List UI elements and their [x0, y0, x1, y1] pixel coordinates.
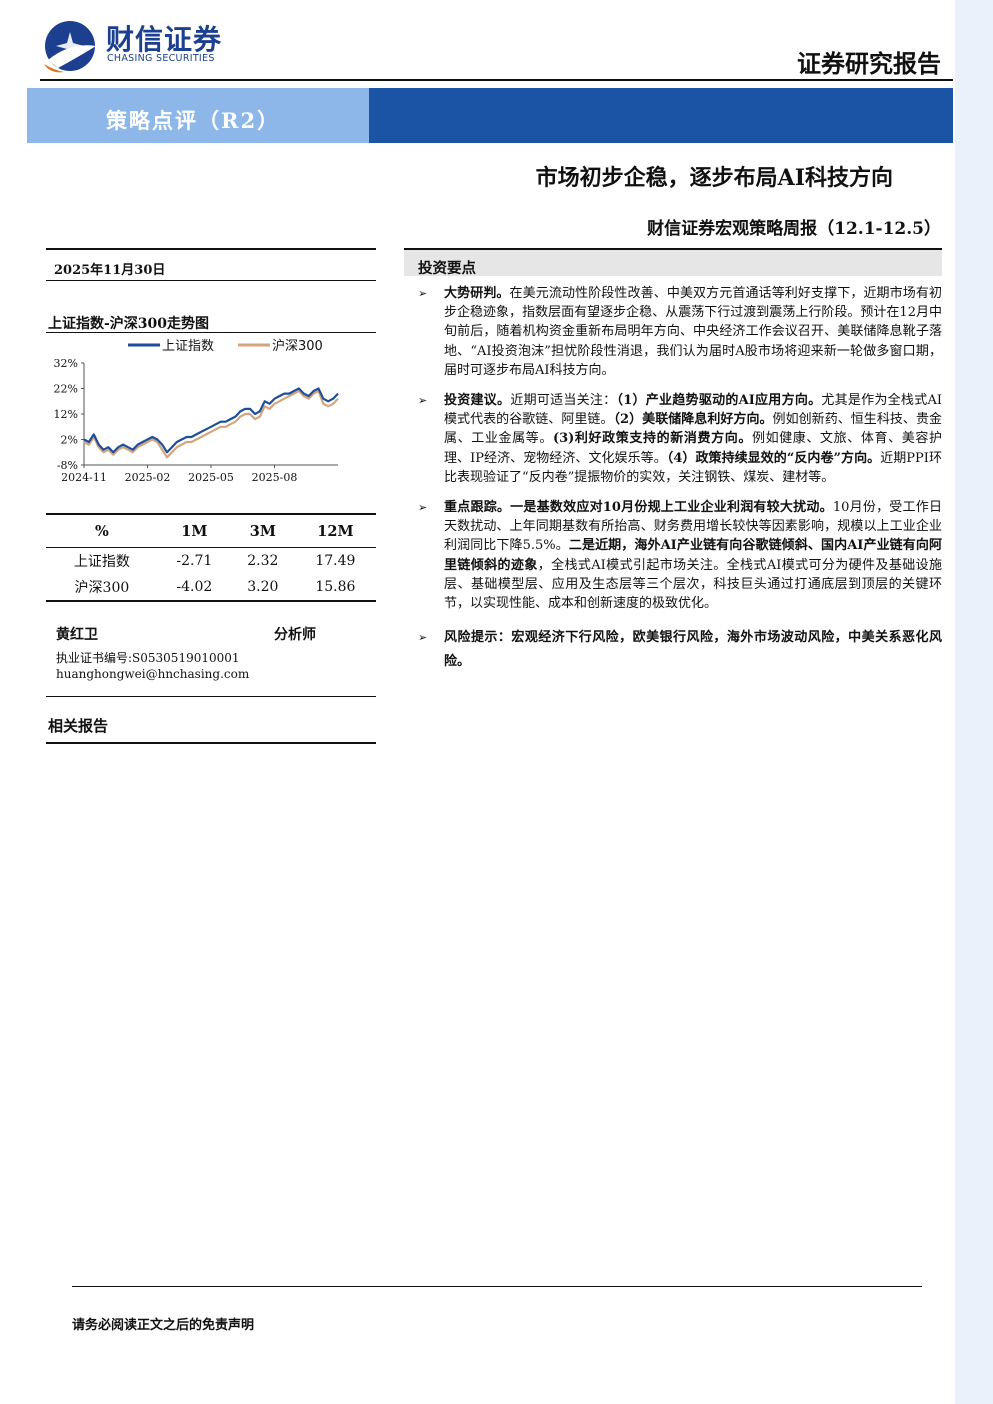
- divider: [46, 513, 376, 515]
- y-tick-label: 2%: [61, 434, 78, 447]
- divider: [46, 696, 376, 697]
- analyst-email: huanghongwei@hnchasing.com: [56, 667, 250, 681]
- bullet-emphasis: （1）产业趋势驱动的AI应用方向。: [616, 393, 822, 409]
- bullet-text: 近期PPI环比表现验证了“反内卷”提振物价的实效，关注钢铁、煤炭、建材等。: [444, 450, 942, 485]
- analyst-cert: 执业证书编号:S0530519010001: [56, 651, 240, 665]
- bullet-key-tracking: ➢ 重点跟踪。一是基数效应对10月份规上工业企业利润有较大扰动。10月份，受工作…: [404, 498, 942, 613]
- table-header-cell: 3M: [230, 515, 295, 548]
- divider: [46, 742, 376, 744]
- bullet-text: 例如创新药、恒生科技、贵金属、工业金属等。: [444, 412, 942, 447]
- report-date: 2025年11月30日: [54, 263, 166, 278]
- banner-label: 策略点评（R2）: [106, 108, 281, 133]
- x-tick-label: 2025-02: [125, 471, 171, 484]
- x-tick-label: 2025-05: [188, 471, 234, 484]
- arrow-bullet-icon: ➢: [418, 394, 428, 408]
- logo-name-en: CHASING SECURITIES: [107, 53, 215, 64]
- bullet-emphasis: 一是基数效应对10月份规上工业企业利润有较大扰动。: [510, 500, 833, 516]
- related-reports-heading: 相关报告: [48, 717, 109, 735]
- y-tick-label: 12%: [54, 408, 78, 421]
- banner-dark: [369, 88, 953, 143]
- bullet-emphasis: 二是近期，海外AI产业链有向谷歌链倾斜、国内AI产业链有向阿里链倾斜的迹象: [444, 538, 942, 573]
- bullet-lead: 重点跟踪。: [444, 500, 511, 516]
- bullet-risk-warning: ➢ 风险提示：宏观经济下行风险，欧美银行风险，海外市场波动风险，中美关系恶化风险…: [404, 626, 942, 674]
- report-subtitle: 财信证券宏观策略周报（12.1-12.5）: [647, 219, 941, 239]
- bullet-text: ，全栈式AI模式引起市场关注。全栈式AI模式可分为硬件及基础设施层、基础模型层、…: [444, 557, 942, 612]
- bullet-emphasis: （2）美联储降息利好方向。: [613, 412, 773, 428]
- analyst-name: 黄红卫: [56, 627, 98, 643]
- section-title: 投资要点: [404, 248, 942, 277]
- divider: [46, 332, 376, 333]
- arrow-bullet-icon: ➢: [418, 501, 428, 515]
- divider: [46, 248, 376, 250]
- arrow-bullet-icon: ➢: [418, 631, 428, 645]
- chart-heading: 上证指数-沪深300走势图: [48, 316, 210, 332]
- banner-light: [27, 88, 369, 143]
- footer-rule: [72, 1286, 922, 1287]
- bullet-text: 近期可适当关注：: [510, 393, 617, 409]
- table-header-cell: %: [46, 515, 158, 548]
- table-cell: 17.49: [315, 553, 356, 569]
- table-row: 沪深300 -4.02 3.20 15.86: [46, 574, 376, 602]
- bullet-lead: 风险提示：: [444, 630, 512, 646]
- arrow-bullet-icon: ➢: [418, 287, 428, 300]
- report-type: 证券研究报告: [797, 49, 941, 78]
- bullet-text: 例如健康、文旅、体育、美容护理、IP经济、宠物经济、文化娱乐等。: [444, 431, 942, 466]
- bullet-market-view: ➢ 大势研判。在美元流动性阶段性改善、中美双方元首通话等利好支撑下，近期市场有初…: [404, 284, 942, 380]
- table-cell: 沪深300: [46, 574, 158, 602]
- bullet-text: 10月份，受工作日天数扰动、上年同期基数有所抬高、财务费用增长较快等因素影响，规…: [444, 500, 942, 554]
- bullet-lead: 投资建议。: [444, 393, 511, 409]
- side-strip: [955, 0, 993, 1404]
- bullet-emphasis: (3)利好政策支持的新消费方向。: [552, 431, 752, 447]
- disclaimer-notice: 请务必阅读正文之后的免责声明: [72, 1318, 255, 1333]
- company-logo: [44, 21, 96, 73]
- legend-label: 沪深300: [272, 338, 323, 354]
- logo-name-cn: 财信证券: [106, 23, 223, 56]
- table-cell: 上证指数: [73, 554, 130, 570]
- chart-container: 上证指数 沪深300 32% 22% 12% 2% -8%2024-11 2025-02 202…: [46, 333, 376, 513]
- table-row: 上证指数 -2.71 2.32 17.49: [46, 548, 376, 575]
- header-rule: [40, 79, 953, 81]
- analyst-role: 分析师: [274, 627, 316, 643]
- y-tick-label: -8%: [57, 459, 78, 472]
- report-title: 市场初步企稳，逐步布局AI科技方向: [535, 165, 893, 191]
- table-header-cell: 12M: [294, 515, 376, 548]
- table-cell: -2.71: [176, 553, 213, 569]
- series-line: [83, 387, 339, 454]
- series-line: [83, 389, 339, 459]
- performance-table: % 1M 3M 12M 上证指数 -2.71 2.32 17.49 沪深300 …: [46, 515, 376, 602]
- bullet-text: 尤其是作为全栈式AI模式代表的谷歌链、阿里链。: [444, 393, 942, 428]
- table-cell: -4.02: [157, 574, 231, 602]
- table-cell: 3.20: [230, 574, 295, 602]
- table-header-cell: 1M: [157, 515, 231, 548]
- index-trend-chart: 上证指数 沪深300 32% 22% 12% 2% -8%2024-11 2025-02 202…: [54, 338, 339, 484]
- divider: [46, 280, 376, 281]
- table-cell: 2.32: [247, 553, 279, 569]
- bullet-investment-advice: ➢ 投资建议。近期可适当关注：（1）产业趋势驱动的AI应用方向。尤其是作为全栈式…: [404, 391, 942, 487]
- x-tick-label: 2025-08: [252, 471, 298, 484]
- table-cell: 15.86: [294, 574, 376, 602]
- bullet-text: 在美元流动性阶段性改善、中美双方元首通话等利好支撑下，近期市场有初步企稳迹象，指…: [444, 286, 942, 378]
- x-tick-label: 2024-11: [61, 471, 107, 484]
- y-tick-label: 22%: [54, 383, 78, 396]
- y-tick-label: 32%: [54, 357, 78, 370]
- legend-label: 上证指数: [162, 339, 214, 354]
- table-header-row: % 1M 3M 12M: [46, 515, 376, 548]
- bullet-emphasis: （4）政策持续显效的“反内卷”方向。: [666, 450, 881, 466]
- analyst-info: 黄红卫 分析师 执业证书编号:S0530519010001 huanghongw…: [46, 602, 376, 696]
- bullet-emphasis: 宏观经济下行风险，欧美银行风险，海外市场波动风险，中美关系恶化风险。: [444, 630, 942, 670]
- main-content: 投资要点 ➢ 大势研判。在美元流动性阶段性改善、中美双方元首通话等利好支撑下，近…: [404, 248, 942, 674]
- bullet-lead: 大势研判。: [444, 286, 510, 301]
